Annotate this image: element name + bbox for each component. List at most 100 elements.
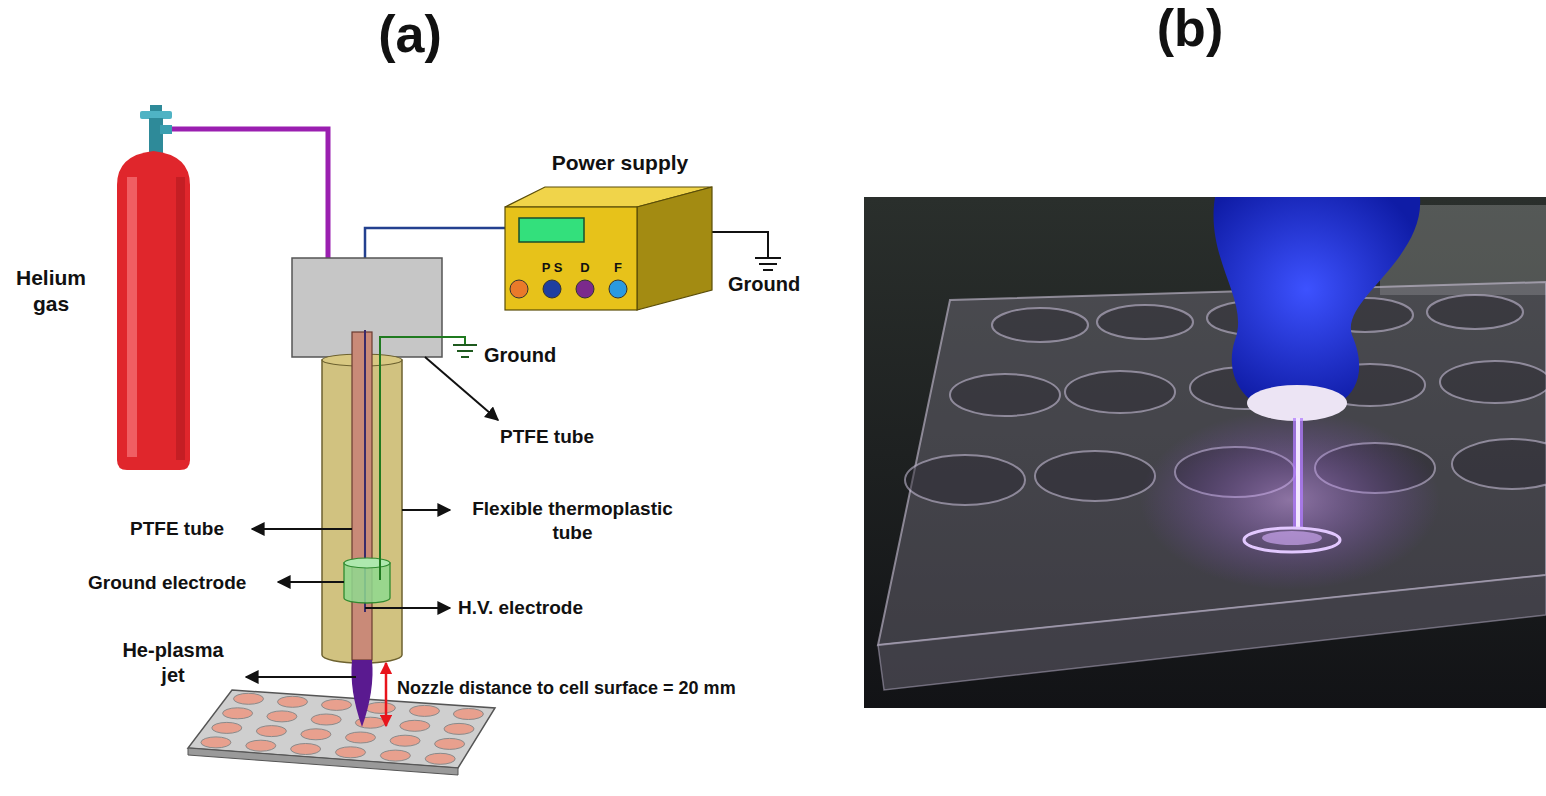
well bbox=[400, 720, 430, 731]
well bbox=[201, 737, 231, 748]
leader-arrow bbox=[425, 357, 498, 420]
well bbox=[223, 708, 253, 719]
part-label: H.V. electrode bbox=[458, 596, 638, 620]
button bbox=[510, 280, 528, 298]
leader-arrow bbox=[252, 528, 352, 530]
leader-arrows bbox=[246, 357, 498, 677]
well bbox=[336, 747, 366, 758]
button bbox=[543, 280, 561, 298]
part-label: Nozzle distance to cell surface = 20 mm bbox=[397, 677, 807, 700]
photo-well bbox=[905, 455, 1025, 505]
button bbox=[576, 280, 594, 298]
box-front bbox=[505, 207, 637, 310]
cylinder-shape bbox=[0, 105, 200, 475]
ground-bar bbox=[453, 344, 477, 346]
ground-bar bbox=[457, 350, 473, 352]
node-title: Helium gas bbox=[5, 265, 97, 318]
well bbox=[425, 753, 455, 764]
leader-arrow bbox=[365, 607, 450, 609]
cylinder-body bbox=[117, 151, 190, 470]
part-label: He-plasma jet bbox=[113, 638, 233, 688]
well bbox=[365, 702, 395, 713]
gas-cylinder: Helium gas bbox=[0, 105, 200, 475]
well bbox=[444, 723, 474, 734]
electrode-top bbox=[344, 558, 390, 568]
box-shape bbox=[500, 150, 715, 315]
plasma-core bbox=[1296, 418, 1300, 528]
valve-stem bbox=[149, 118, 163, 154]
display bbox=[519, 218, 584, 242]
well bbox=[234, 693, 264, 704]
valve-handle bbox=[140, 111, 172, 119]
photo-well bbox=[950, 374, 1060, 416]
photo-well bbox=[1035, 451, 1155, 501]
cylinder-shade bbox=[176, 177, 185, 460]
ground-wire bbox=[712, 232, 768, 258]
panel-label: (b) bbox=[1135, 0, 1245, 61]
ground-bar bbox=[755, 257, 781, 259]
part-label: PTFE tube bbox=[500, 425, 640, 449]
ground-symbol bbox=[453, 345, 477, 357]
well bbox=[291, 744, 321, 755]
well bbox=[322, 699, 352, 710]
well bbox=[346, 732, 376, 743]
photo-well bbox=[1097, 305, 1193, 339]
plasma-jet bbox=[351, 660, 372, 727]
button-label: D bbox=[570, 260, 600, 276]
part-label: Ground bbox=[728, 272, 823, 297]
plasma-plume bbox=[1293, 418, 1303, 528]
panel-label: (a) bbox=[355, 2, 465, 67]
photo-well bbox=[992, 308, 1088, 342]
ground-bar bbox=[461, 356, 469, 358]
well bbox=[435, 738, 465, 749]
button bbox=[609, 280, 627, 298]
well bbox=[301, 729, 331, 740]
plate-edge bbox=[188, 748, 458, 775]
gas-pipe bbox=[170, 129, 328, 272]
well bbox=[267, 711, 297, 722]
well bbox=[278, 696, 308, 707]
well bbox=[453, 709, 483, 720]
plasma-glow bbox=[1140, 410, 1440, 590]
part-label: Ground electrode bbox=[88, 571, 278, 595]
well bbox=[410, 705, 440, 716]
distance-arrow bbox=[385, 663, 388, 726]
ground-electrode bbox=[344, 563, 390, 603]
part-label: Ground bbox=[484, 343, 579, 368]
part-label: PTFE tube bbox=[130, 517, 250, 541]
leader-arrow bbox=[402, 509, 450, 511]
plasma-spot bbox=[1262, 531, 1322, 545]
well bbox=[256, 726, 286, 737]
part-label: Flexible thermoplastic tube bbox=[455, 497, 690, 545]
photo-well bbox=[1065, 371, 1175, 413]
ground-wire bbox=[380, 337, 465, 580]
valve-outlet bbox=[160, 125, 172, 134]
leader-arrow bbox=[246, 676, 356, 678]
well bbox=[212, 722, 242, 733]
blue-nozzle bbox=[1214, 197, 1421, 402]
photo-well bbox=[1452, 439, 1546, 489]
well bbox=[246, 740, 276, 751]
photo-background bbox=[864, 197, 1546, 708]
ground-bar bbox=[759, 263, 777, 265]
well bbox=[390, 735, 420, 746]
box-side bbox=[637, 187, 712, 310]
power-supply: Power supplyP SDF bbox=[500, 150, 715, 315]
ground-symbol bbox=[755, 258, 781, 270]
well bbox=[311, 714, 341, 725]
button-label: P S bbox=[530, 260, 574, 276]
photo-well bbox=[1427, 295, 1523, 329]
well bbox=[380, 750, 410, 761]
ptfe-tube bbox=[352, 332, 372, 660]
wells bbox=[201, 693, 484, 764]
button-label: F bbox=[603, 260, 633, 276]
nozzle-ring bbox=[1247, 385, 1347, 421]
plate-front bbox=[878, 575, 1546, 690]
ground-bar bbox=[763, 269, 773, 271]
liquid-surface bbox=[1244, 528, 1340, 552]
leader-arrow bbox=[278, 581, 344, 583]
